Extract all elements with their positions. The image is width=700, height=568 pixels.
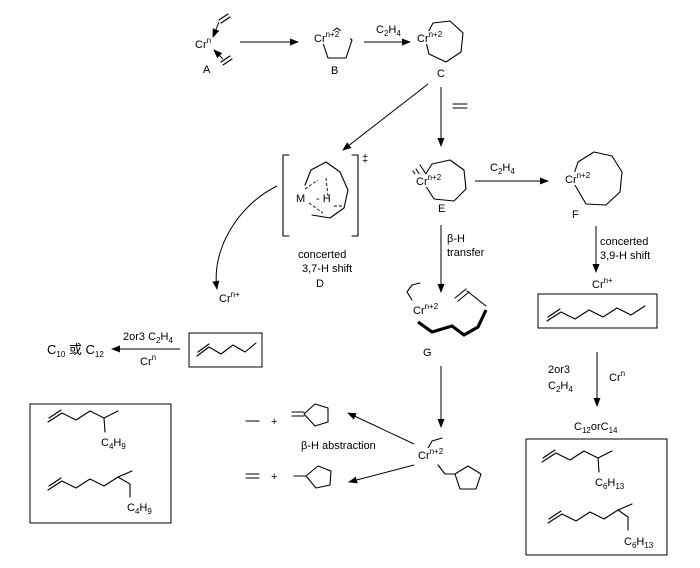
arrow-c-to-d: [342, 83, 429, 151]
cr-symbol: Crn: [195, 36, 211, 51]
hydride-symbol: - H: [316, 193, 331, 205]
cyclopentylmethyl-chromium: Crn+2: [416, 437, 482, 490]
ethyl-ligand: [406, 282, 421, 301]
compound-a: Crn A: [195, 13, 233, 76]
metallacycloheptane-ring: [421, 159, 467, 202]
c6h13-label-a: C6H13: [595, 477, 625, 491]
c6h13-label-b: C6H13: [624, 536, 654, 550]
compound-g: Crn+2 G: [406, 282, 488, 359]
cr-symbol: Crn+2: [416, 173, 442, 188]
reagent-ethylene-symbol: [452, 103, 468, 109]
compound-b: Crn+2 B: [312, 27, 353, 77]
label-a: A: [203, 64, 211, 76]
arrow-h-to-methylcyclopentane: [348, 464, 415, 484]
ts-double-dagger: ‡: [362, 153, 368, 165]
label-c: C: [437, 68, 445, 80]
reagent-ethylene-2: C2H4: [490, 162, 515, 176]
bracket-right: [351, 154, 359, 237]
arrow-h-to-methylenecyclopentane: [347, 412, 415, 445]
cr-symbol: Crn+2: [417, 30, 443, 45]
cr-symbol: Crn+2: [565, 171, 591, 186]
bracket-left: [282, 154, 290, 237]
reagent-ethylene: C2H4: [376, 24, 401, 38]
caption-line1: concerted: [298, 249, 346, 261]
cr-release-f: Crn+: [592, 276, 613, 291]
beta-h-line2: transfer: [447, 247, 485, 259]
label-g: G: [423, 347, 432, 359]
octene-arrow-line1: 2or3: [548, 364, 570, 376]
arrow-d-to-cr: [212, 185, 278, 290]
hexene-box: [188, 332, 263, 368]
methylcyclopentane: [293, 465, 332, 489]
c10-branched-product: [47, 409, 119, 433]
compound-c: Crn+2 C: [415, 20, 464, 80]
label-d: D: [316, 278, 324, 290]
f-path-line2: 3,9-H shift: [600, 250, 650, 262]
octene-arrow-side: Crn: [609, 369, 625, 384]
c12-branched-product-left: [47, 470, 133, 498]
ring: [304, 161, 349, 219]
hexene-arrow-line1: 2or3 C2H4: [123, 331, 173, 345]
octene-box: [537, 293, 658, 329]
metallacycloheptane-ring: [424, 20, 464, 63]
plus-sign-1: +: [271, 416, 277, 428]
caption-line2: 3,7-H shift: [302, 263, 352, 275]
label-e: E: [438, 203, 445, 215]
1-hexene-structure: [196, 342, 257, 357]
octene-arrow-line2: C2H4: [548, 380, 573, 394]
plus-sign-2: +: [271, 471, 277, 483]
transition-state-d: ‡ M - H concerted 3,7-H shift D: [282, 153, 368, 290]
cr-symbol: Crn+2: [413, 302, 439, 317]
cr-release: Crn+: [219, 290, 240, 305]
beta-h-abstraction-label: β-H abstraction: [301, 440, 376, 452]
ethylene-ligand-top: [218, 13, 229, 21]
metal-symbol: M: [296, 193, 305, 205]
label-b: B: [331, 65, 338, 77]
c12-or-c14-label: C12orC14: [574, 421, 618, 435]
methylenecyclopentane: [291, 403, 329, 427]
ethyl-ligand: [426, 437, 443, 451]
f-path-line1: concerted: [600, 236, 648, 248]
cr-symbol: Crn+2: [418, 447, 444, 462]
c4h9-label-a: C4H9: [101, 437, 126, 451]
1-octene-structure: [546, 305, 646, 322]
metallacyclopentane-ring: [321, 27, 353, 59]
compound-e: Crn+2 E: [412, 159, 467, 215]
alkene-arm: [454, 288, 467, 299]
cr-symbol: Crn+2: [314, 30, 340, 45]
metallacyclononane-ring: [571, 151, 623, 206]
label-f: F: [572, 209, 579, 221]
hexene-arrow-line2: Crn: [140, 353, 156, 368]
c10-or-c12-label: C10 或 C12: [47, 342, 104, 359]
beta-h-line1: β-H: [447, 233, 465, 245]
c12-branched-product: [541, 449, 613, 473]
c14-branched-product: [547, 503, 633, 531]
wedge-chain: [417, 309, 488, 337]
c10-c12-products-box: [29, 403, 172, 524]
cyclopentane-ring: [454, 465, 482, 490]
c4h9-label-b: C4H9: [127, 502, 152, 516]
ethylene: [245, 473, 260, 479]
ethylene-ligand-bottom: [220, 55, 231, 63]
compound-f: Crn+2 F: [563, 151, 623, 221]
c12-c14-products-box: [525, 438, 668, 556]
